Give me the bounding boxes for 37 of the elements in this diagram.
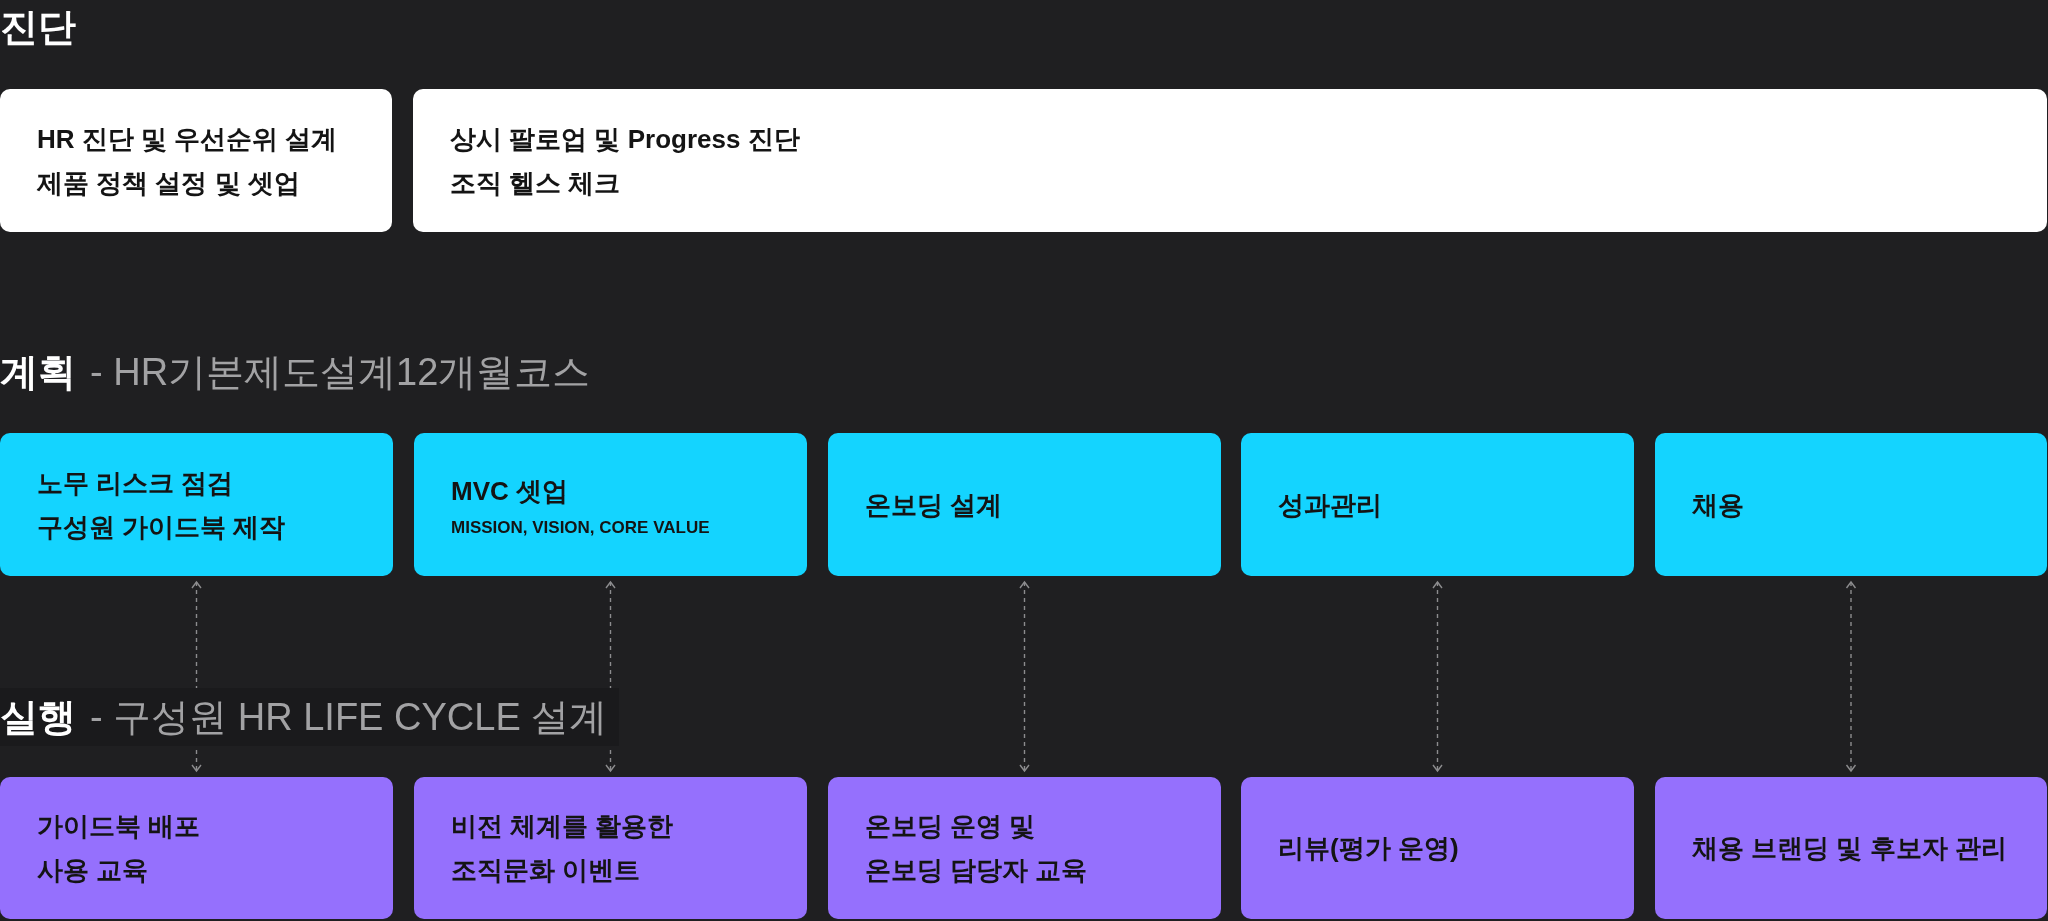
section-title: 진단 bbox=[0, 4, 76, 50]
section-subtitle: - HR기본제도설계12개월코스 bbox=[90, 349, 591, 395]
card-text: 온보딩 운영 및 온보딩 담당자 교육 bbox=[865, 810, 1089, 887]
card-text: 가이드북 배포 bbox=[37, 810, 201, 843]
card-text: 사용 교육 bbox=[37, 854, 149, 887]
card-text: 비전 체계를 활용한 조직문화 이벤트 bbox=[451, 810, 675, 887]
card-text: 구성원 가이드북 제작 bbox=[37, 510, 286, 544]
dashed-double-arrow bbox=[1432, 581, 1443, 772]
diagnosis-card bbox=[0, 89, 392, 232]
card-subtext: MISSION, VISION, CORE VALUE bbox=[451, 516, 710, 539]
plan-card bbox=[414, 433, 807, 576]
card-text: HR 진단 및 우선순위 설계 bbox=[37, 122, 338, 156]
execution-card bbox=[828, 777, 1221, 919]
card-text: 조직 헬스 체크 bbox=[450, 166, 621, 200]
card-text: 채용 bbox=[1692, 488, 1744, 522]
card-text: 온보딩 설계 bbox=[865, 488, 1003, 522]
plan-card bbox=[1655, 433, 2047, 576]
card-text: MVC 셋업 bbox=[451, 474, 568, 508]
execution-card bbox=[414, 777, 807, 919]
plan-card bbox=[828, 433, 1221, 576]
card-text: 성과관리 bbox=[1278, 488, 1382, 522]
card-text: 제품 정책 설정 및 셋업 bbox=[37, 166, 300, 200]
card-text: 노무 리스크 점검 bbox=[37, 466, 234, 500]
card-text: 채용 브랜딩 및 후보자 관리 bbox=[1692, 832, 2007, 865]
section-title: 실행 bbox=[0, 694, 76, 740]
execution-card bbox=[1655, 777, 2047, 919]
dashed-double-arrow bbox=[1019, 581, 1030, 772]
section-title: 계획 bbox=[0, 349, 76, 395]
diagnosis-card bbox=[413, 89, 2047, 232]
execution-card bbox=[1241, 777, 1634, 919]
section-subtitle: - 구성원 HR LIFE CYCLE 설계 bbox=[90, 694, 608, 740]
execution-card bbox=[0, 777, 393, 919]
card-text: 상시 팔로업 및 Progress 진단 bbox=[450, 122, 800, 156]
plan-card bbox=[0, 433, 393, 576]
plan-card bbox=[1241, 433, 1634, 576]
dashed-double-arrow bbox=[1845, 581, 1857, 772]
card-text: 리뷰(평가 운영) bbox=[1278, 832, 1459, 865]
